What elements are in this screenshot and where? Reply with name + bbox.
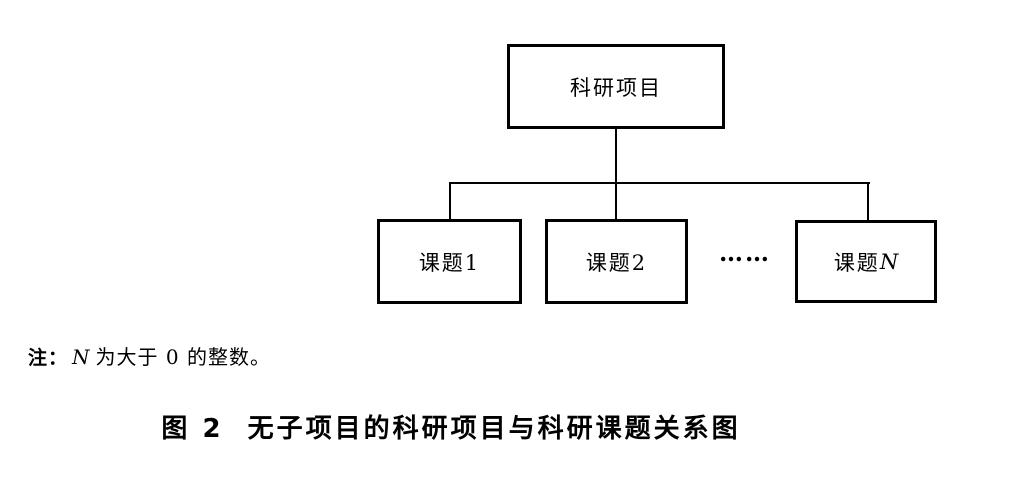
node-topic-1-label: 课题1 [418,250,481,275]
note-prefix: 注： [28,347,69,369]
connector-horizontal-bar [449,182,870,184]
figure-number: 图 2 [161,414,224,444]
node-research-project: 科研项目 [507,44,725,129]
connector-root-down [615,129,617,183]
note-text: 为大于 0 的整数。 [95,345,271,369]
ellipsis-more-topics: …… [719,238,771,267]
node-topic-1: 课题1 [377,219,522,304]
node-topic-2: 课题2 [545,219,688,304]
figure-caption: 图 2 无子项目的科研项目与科研课题关系图 [0,408,1030,445]
node-research-project-label: 科研项目 [570,75,662,100]
note-variable: N [72,345,90,369]
connector-drop-topic-2 [615,183,617,219]
connector-drop-topic-1 [449,183,451,219]
connector-drop-topic-n [867,183,869,220]
node-topic-n-label: 课题 [833,250,880,275]
node-topic-n-variable: N [879,249,899,274]
figure-title: 无子项目的科研项目与科研课题关系图 [247,414,741,444]
node-topic-2-label: 课题2 [585,250,648,275]
